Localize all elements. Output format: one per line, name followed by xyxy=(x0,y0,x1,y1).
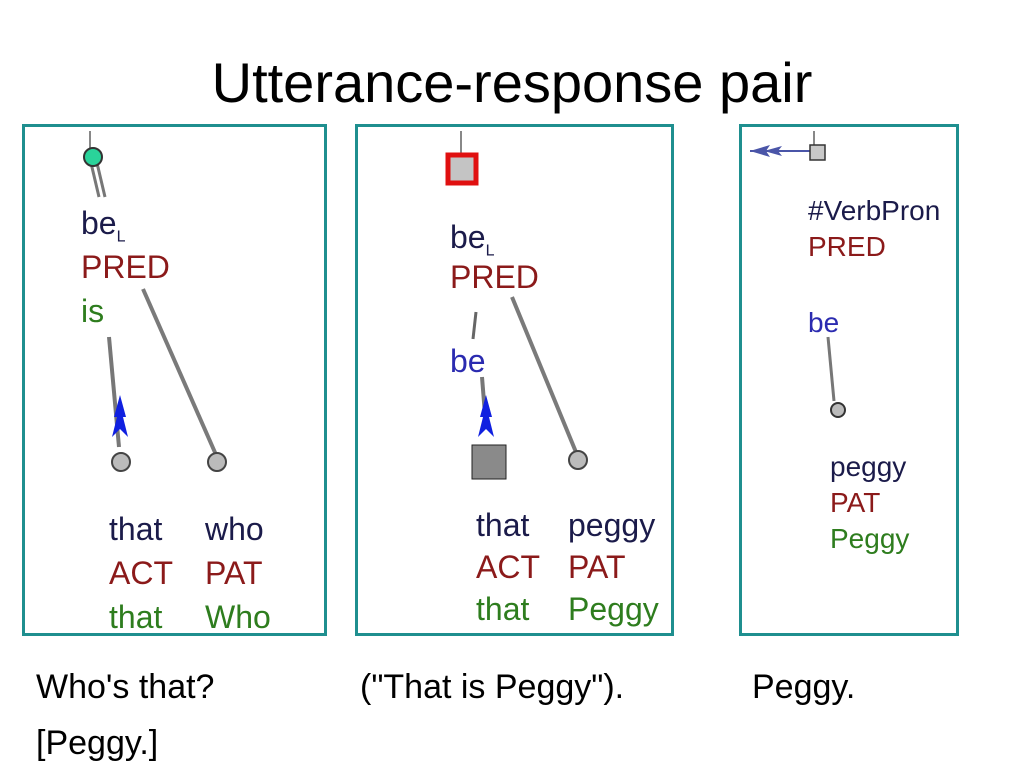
child-lemma: peggy xyxy=(830,451,907,482)
root-lemma: beL xyxy=(81,205,126,246)
tree-panel-utterance: beL PRED is that ACT that who PAT Who xyxy=(22,124,327,636)
root-aux: be xyxy=(808,307,840,338)
left-form: that xyxy=(109,599,163,635)
left-functor: ACT xyxy=(109,555,173,591)
caption-utterance-response: [Peggy.] xyxy=(36,724,159,762)
dependency-arrow-icon xyxy=(478,395,494,437)
child-form: Peggy xyxy=(830,523,910,554)
root-node-selected-icon[interactable] xyxy=(445,152,479,186)
child-functor: PAT xyxy=(830,487,881,518)
node-who-icon[interactable] xyxy=(207,452,227,472)
node-peggy-icon[interactable] xyxy=(568,450,588,470)
slide-title: Utterance-response pair xyxy=(211,51,813,114)
dependency-arrow-icon xyxy=(112,395,128,437)
root-functor: PRED xyxy=(808,231,886,262)
coref-arrow-icon-2 xyxy=(764,146,782,156)
tree-edges xyxy=(445,131,588,480)
edge-to-peggy xyxy=(510,296,580,458)
root-node-icon[interactable] xyxy=(809,144,826,161)
tree-edges xyxy=(750,131,846,418)
right-lemma: peggy xyxy=(568,507,656,543)
root-upper-edge xyxy=(89,162,101,198)
caption-full-response: ("That is Peggy"). xyxy=(360,668,625,706)
root-lemma: beL xyxy=(450,219,495,260)
right-functor: PAT xyxy=(205,555,263,591)
edge-to-who xyxy=(141,288,219,458)
root-aux: be xyxy=(450,343,486,379)
root-lemma: #VerbPron xyxy=(808,195,941,226)
right-form: Who xyxy=(205,599,271,635)
tree-panel-response-full: beL PRED be that ACT that peggy PAT Pegg… xyxy=(355,124,674,636)
coref-arrow-icon xyxy=(750,145,770,157)
tree-edges xyxy=(83,131,227,472)
tree-panel-response-elliptic: #VerbPron PRED be peggy PAT Peggy xyxy=(739,124,959,636)
node-peggy-icon[interactable] xyxy=(830,402,846,418)
edge-to-peggy xyxy=(826,336,836,402)
right-form: Peggy xyxy=(568,591,659,627)
root-to-aux-edge xyxy=(471,311,478,340)
left-lemma: that xyxy=(476,507,530,543)
root-form: is xyxy=(81,293,105,329)
left-functor: ACT xyxy=(476,549,540,585)
node-that-icon[interactable] xyxy=(111,452,131,472)
root-node-icon[interactable] xyxy=(83,147,103,167)
left-form: that xyxy=(476,591,530,627)
root-functor: PRED xyxy=(81,249,170,285)
caption-elliptic-response: Peggy. xyxy=(752,668,856,706)
right-lemma: who xyxy=(205,511,264,547)
node-that-icon[interactable] xyxy=(471,444,507,480)
root-upper-edge-2 xyxy=(95,162,107,198)
root-functor: PRED xyxy=(450,259,539,295)
right-functor: PAT xyxy=(568,549,626,585)
left-lemma: that xyxy=(109,511,163,547)
caption-utterance: Who's that? xyxy=(36,668,215,706)
